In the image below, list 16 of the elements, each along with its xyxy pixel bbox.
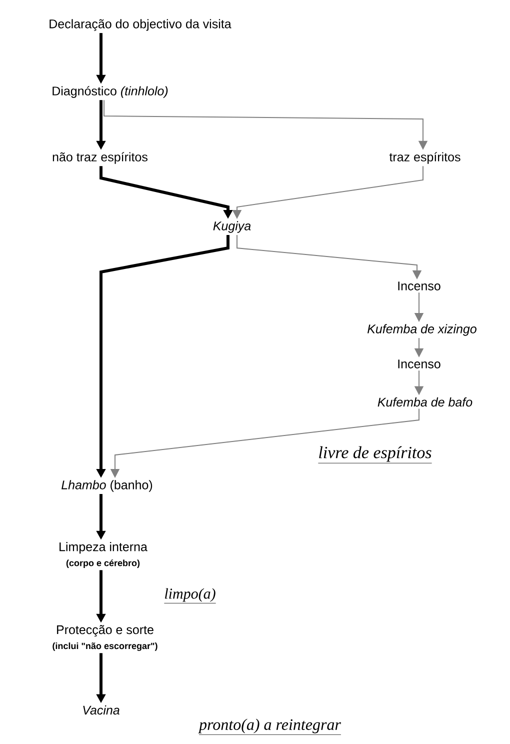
step-label: Kufemba de xizingo [368, 324, 476, 336]
step-label: traz espíritos [389, 152, 460, 164]
step-label: Lhambo (banho) [62, 480, 152, 492]
handwritten-note: limpo(a) [164, 588, 216, 604]
step-label: Limpeza interna (corpo e cérebro) [60, 542, 148, 568]
step-label: Vacina [83, 705, 120, 715]
step-label: Incenso [398, 360, 440, 368]
step-label: Kufemba de bafo [378, 397, 472, 407]
step-label: Incenso [398, 282, 440, 290]
step-label: Declaração do objectivo da visita [50, 19, 232, 31]
step-label: Diagnóstico (tinhlolo) [52, 86, 168, 98]
step-label: não traz espíritos [52, 152, 148, 164]
handwritten-note: pronto(a) a reintegrar [198, 718, 342, 735]
handwritten-note: livre de espíritos [318, 446, 432, 464]
step-label: Kugiya [213, 221, 251, 233]
step-label: Protecção e sorte (inclui "não escorregar") [52, 625, 158, 651]
